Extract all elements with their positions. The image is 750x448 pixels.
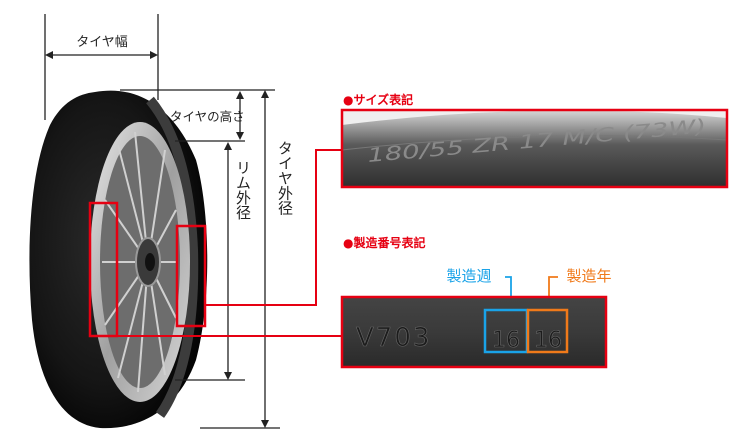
manufacture-marking-photo: V703 16 16 xyxy=(340,295,608,369)
tire-diameter-dimension xyxy=(200,90,280,429)
tire-height-label: タイヤの高さ xyxy=(170,109,245,124)
tire-height-dimension xyxy=(120,89,275,142)
size-leader-line xyxy=(205,149,343,306)
tire-sidewall-highlight xyxy=(146,96,199,418)
wheel-axle xyxy=(145,253,155,271)
manufacture-callout-box xyxy=(88,201,119,338)
week-label: 製造週 xyxy=(446,267,491,285)
size-marking-heading: ●サイズ表記 xyxy=(343,92,413,107)
tire-width-label: タイヤ幅 xyxy=(76,35,128,50)
week-value: 16 xyxy=(492,328,520,353)
tire-diameter-label: タイヤ外径 xyxy=(276,141,294,216)
manufacture-code: V703 xyxy=(356,323,431,353)
size-callout-box xyxy=(175,224,207,328)
tire-width-dimension xyxy=(44,14,159,120)
rim-diameter-label: リム外径 xyxy=(234,160,252,220)
year-highlight-box xyxy=(526,308,569,354)
size-marking-photo: 180/55 ZR 17 M/C (73W) xyxy=(340,108,729,189)
rim-diameter-dimension xyxy=(175,142,245,381)
manufacture-marking-heading: ●製造番号表記 xyxy=(343,235,425,250)
tire-illustration xyxy=(29,90,208,429)
year-label: 製造年 xyxy=(566,267,611,285)
year-value: 16 xyxy=(534,328,562,353)
tire-width-label-bg xyxy=(72,32,132,50)
